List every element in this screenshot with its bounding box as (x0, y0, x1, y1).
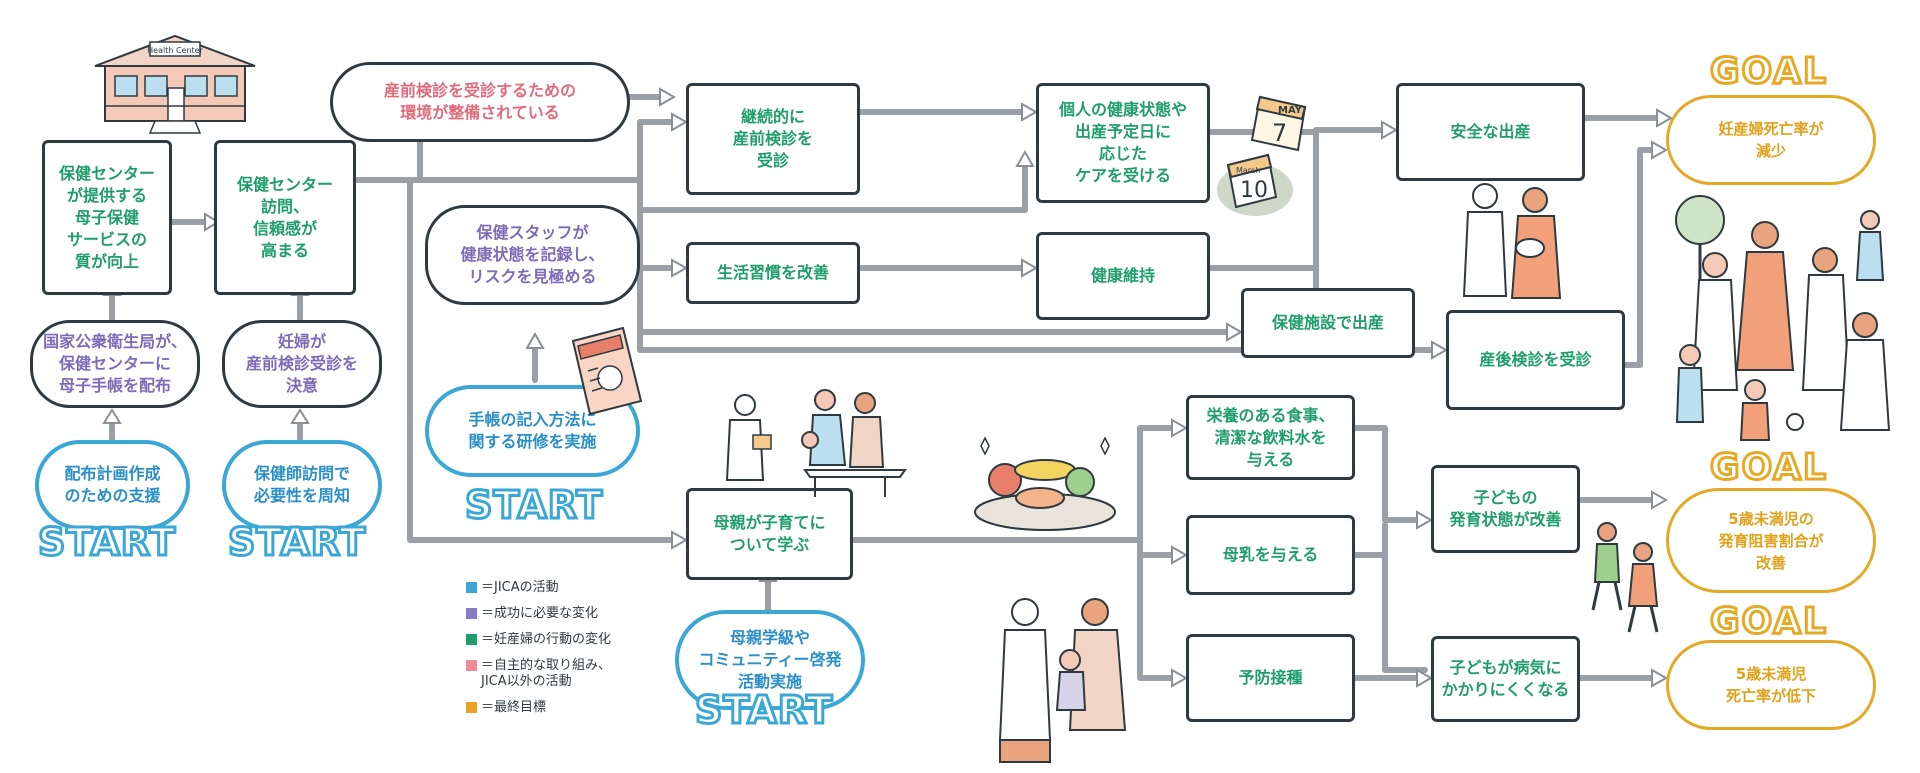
start-cloud-3: 手帳の記入方法に 関する研修を実施 (425, 385, 640, 477)
arrow-to-vaccination (1137, 537, 1183, 681)
cloud-staff-record: 保健スタッフが 健康状態を記録し、 リスクを見極める (425, 205, 640, 305)
arrow-breastfeed-growth (1352, 522, 1388, 558)
box-quality-improved: 保健センター が提供する 母子保健 サービスの 質が向上 (42, 140, 172, 295)
box-child-illness: 子どもが病気に かかりにくくなる (1431, 636, 1580, 722)
community-illustration (1675, 195, 1891, 441)
legend-item-voluntary: ＝自主的な取り組み、 JICA以外の活動 (466, 658, 611, 690)
goal-box-3: 5歳未満児 死亡率が低下 (1666, 640, 1876, 730)
box-health-maintenance: 健康維持 (1036, 232, 1210, 320)
box-child-growth: 子どもの 発育状態が改善 (1431, 465, 1580, 553)
safe-birth-illustration (1462, 183, 1562, 299)
health-center-sign: Health Center (147, 46, 203, 55)
legend-text: ＝最終目標 (481, 700, 547, 715)
arrow-to-postnatal (637, 329, 1443, 353)
calendar-month-2: March (1236, 166, 1260, 175)
goal-box-2: 5歳未満児の 発育阻害割合が 改善 (1666, 488, 1876, 593)
start-cloud-2: 保健師訪問で 必要性を周知 (222, 440, 382, 530)
box-mothers-learn: 母親が子育てに ついて学ぶ (686, 488, 853, 580)
box-facility-birth: 保健施設で出産 (1241, 288, 1415, 358)
calendar-day-2: 10 (1240, 178, 1268, 203)
start-label-1: START (36, 520, 177, 564)
cloud-distribute-handbook: 国家公衆衛生局が、 保健センターに 母子手帳を配布 (30, 320, 200, 408)
box-nutrition: 栄養のある食事、 清潔な飲料水を 与える (1186, 395, 1355, 480)
vaccination-illustration (998, 598, 1127, 763)
box-breastfeed: 母乳を与える (1186, 515, 1355, 595)
legend-swatch-blue (466, 582, 477, 593)
legend-text: ＝自主的な取り組み、 JICA以外の活動 (481, 658, 612, 689)
box-postnatal-checkup: 産後検診を受診 (1446, 310, 1625, 410)
cloud-environment-ready: 産前検診を受診するための 環境が整備されている (330, 62, 630, 142)
calendar-month-1: MAY (1278, 105, 1303, 116)
goal-box-1: 妊産婦死亡率が 減少 (1666, 95, 1876, 185)
box-individual-care: 個人の健康状態や 出産予定日に 応じた ケアを受ける (1036, 83, 1210, 203)
calendar-illustration: MAY 7 March 10 (1217, 95, 1307, 216)
goal-label-1: GOAL (1709, 50, 1828, 93)
calendar-day-1: 7 (1272, 119, 1287, 147)
box-safe-birth: 安全な出産 (1396, 83, 1585, 181)
cloud-decide-checkup: 妊婦が 産前検診受診を 決意 (222, 320, 382, 408)
box-vaccination: 予防接種 (1186, 634, 1355, 722)
legend-swatch-orange (466, 702, 477, 713)
box-lifestyle: 生活習慣を改善 (686, 242, 860, 304)
legend-item-change: ＝成功に必要な変化 (466, 606, 611, 622)
legend-text: ＝JICAの活動 (481, 580, 559, 595)
children-illustration (1591, 522, 1659, 633)
goal-label-2: GOAL (1709, 446, 1828, 489)
arrow-nutrition-growth (1352, 425, 1428, 523)
mothers-class-illustration (725, 389, 907, 497)
handbook-illustration (571, 326, 643, 416)
legend-text: ＝妊産婦の行動の変化 (481, 632, 612, 647)
food-illustration (974, 436, 1116, 531)
start-label-3: START (463, 483, 604, 527)
arrow-to-nutrition (1137, 425, 1183, 543)
legend-swatch-pink (466, 660, 477, 671)
arrow-postnatal-goal1 (1622, 147, 1663, 368)
box-continuous-checkup: 継続的に 産前検診を 受診 (686, 83, 860, 195)
arrow-breastfeed-ill (1352, 552, 1428, 673)
box-visit-trust: 保健センター 訪問、 信頼感が 高まる (214, 140, 356, 295)
legend-item-behavior: ＝妊産婦の行動の変化 (466, 632, 611, 648)
arrow-to-individual (637, 157, 1028, 213)
start-cloud-4: 母親学級や コミュニティー啓発 活動実施 (675, 610, 865, 710)
legend-swatch-green (466, 634, 477, 645)
health-center-illustration: Health Center (94, 34, 256, 134)
legend-item-jica: ＝JICAの活動 (466, 580, 611, 596)
legend-swatch-purple (466, 608, 477, 619)
start-label-2: START (226, 520, 367, 564)
legend-text: ＝成功に必要な変化 (481, 606, 599, 621)
arrow-to-facility (417, 177, 1238, 335)
start-cloud-1: 配布計画作成 のための支援 (35, 440, 190, 530)
goal-label-3: GOAL (1709, 600, 1828, 643)
start-label-4: START (693, 688, 834, 732)
legend: ＝JICAの活動 ＝成功に必要な変化 ＝妊産婦の行動の変化 ＝自主的な取り組み、… (466, 580, 611, 726)
legend-item-goal: ＝最終目標 (466, 700, 611, 716)
